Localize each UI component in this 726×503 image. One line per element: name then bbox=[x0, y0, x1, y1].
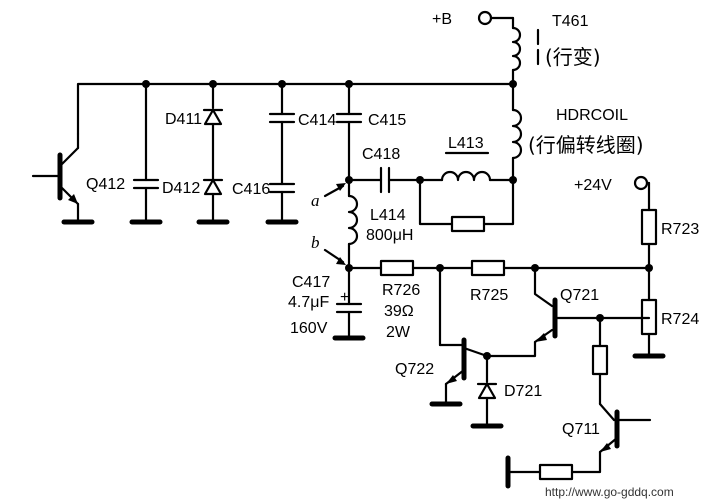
l414-value: 800μH bbox=[366, 227, 413, 244]
d412-label: D412 bbox=[162, 180, 200, 197]
q412-label: Q412 bbox=[86, 176, 125, 193]
c414-label: C414 bbox=[298, 112, 336, 129]
c418-label: C418 bbox=[362, 146, 400, 163]
c415-l414-column bbox=[332, 82, 366, 341]
flyback-and-yoke bbox=[477, 10, 540, 182]
d721-label: D721 bbox=[504, 383, 542, 400]
damper-diodes bbox=[196, 82, 230, 225]
c417-value-volt: 160V bbox=[290, 320, 328, 337]
c418-l413-network bbox=[347, 166, 517, 233]
watermark: http://www.go-gddq.com bbox=[545, 485, 674, 499]
q412-transistor bbox=[31, 132, 95, 225]
t461-cn-label: (行变) bbox=[545, 45, 601, 69]
r726-value-watt: 2W bbox=[386, 324, 411, 341]
hdrcoil-cn-label: (行偏转线圈) bbox=[528, 133, 644, 157]
q721-transistor bbox=[485, 266, 651, 358]
d412-capacitor bbox=[129, 82, 163, 225]
q722-transistor bbox=[429, 266, 491, 407]
protection-line bbox=[347, 259, 651, 277]
plus-b-label: +B bbox=[432, 11, 452, 28]
node-a-label: a bbox=[311, 191, 320, 210]
d411-label: D411 bbox=[165, 111, 202, 128]
r723-label: R723 bbox=[661, 221, 699, 238]
q711-label: Q711 bbox=[562, 421, 600, 438]
q722-label: Q722 bbox=[395, 361, 434, 378]
q721-label: Q721 bbox=[560, 287, 599, 304]
plus-24v-label: +24V bbox=[574, 177, 612, 194]
hdrcoil-label: HDRCOIL bbox=[556, 107, 628, 124]
r724-label: R724 bbox=[661, 311, 699, 328]
c417-label: C417 bbox=[292, 274, 330, 291]
r725-label: R725 bbox=[470, 287, 508, 304]
c416-label: C416 bbox=[232, 181, 270, 198]
node-markers bbox=[323, 183, 346, 265]
l413-label: L413 bbox=[448, 135, 484, 152]
r726-label: R726 bbox=[382, 282, 420, 299]
c415-label: C415 bbox=[368, 112, 406, 129]
l414-label: L414 bbox=[370, 207, 406, 224]
c414-c416-capacitors bbox=[265, 82, 299, 225]
q711-network bbox=[505, 316, 652, 489]
c417-value-cap: 4.7μF bbox=[288, 294, 329, 311]
node-b-label: b bbox=[311, 233, 320, 252]
r726-value-ohm: 39Ω bbox=[384, 303, 414, 320]
supply-divider bbox=[632, 175, 666, 359]
d721-diode bbox=[470, 354, 504, 429]
c417-plus-sign: + bbox=[340, 289, 349, 306]
t461-label: T461 bbox=[552, 13, 589, 30]
